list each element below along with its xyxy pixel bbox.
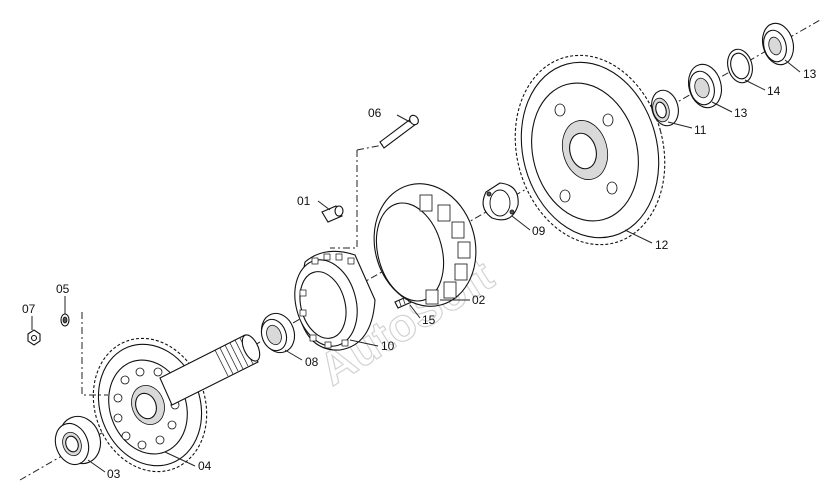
part-03-bearing: [54, 415, 102, 466]
callout-04: 04: [198, 459, 212, 473]
part-06-bolt: [379, 114, 419, 149]
part-14-shim-washer: [727, 48, 753, 84]
callout-13b: 13: [803, 67, 817, 81]
callout-11: 11: [694, 123, 707, 137]
callout-14: 14: [767, 84, 781, 98]
leader-05: [81, 312, 108, 396]
part-10-clutch-housing: [294, 250, 376, 351]
part-04-gear-shaft: [92, 334, 261, 473]
callout-15: 15: [422, 313, 436, 327]
part-02-roller-cage: [373, 183, 477, 307]
callout-10: 10: [381, 339, 395, 353]
part-05-washer: [60, 313, 70, 327]
leader-06b: [356, 144, 384, 151]
part-12-drive-gear: [514, 54, 666, 246]
part-13a-bearing: [687, 63, 723, 109]
callout-08: 08: [305, 355, 319, 369]
callout-07: 07: [22, 302, 36, 316]
callout-01: 01: [297, 194, 311, 208]
part-07-nut: [27, 329, 41, 346]
callout-06: 06: [368, 106, 382, 120]
leader-lines: [31, 59, 801, 473]
callout-13a: 13: [734, 106, 748, 120]
part-08-ring: [260, 312, 296, 354]
part-11-bearing-race: [651, 89, 679, 127]
leader-06: [330, 150, 358, 249]
callout-09: 09: [532, 224, 546, 238]
callout-03: 03: [107, 467, 121, 481]
callout-12: 12: [655, 238, 669, 252]
callout-05: 05: [56, 282, 70, 296]
part-01-pin: [321, 205, 344, 223]
part-13b-bearing: [761, 22, 795, 66]
part-09-snap-ring: [482, 182, 519, 221]
callout-02: 02: [472, 293, 486, 307]
